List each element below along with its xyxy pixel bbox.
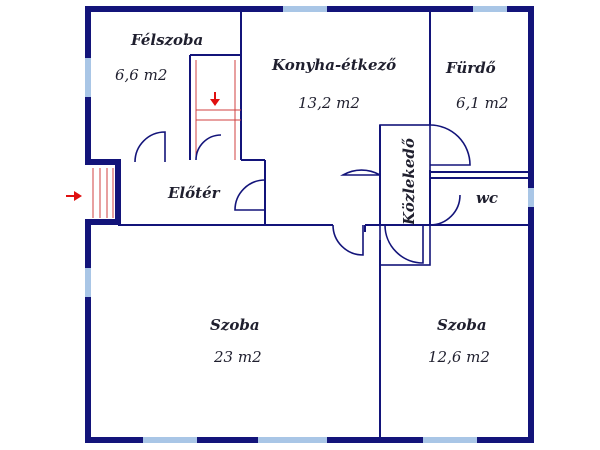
stair-arrow-icon (210, 92, 220, 106)
entrance-steps (92, 168, 114, 218)
room-konyha: Konyha-étkező 13,2 m2 (271, 56, 396, 112)
room-szoba-big: Szoba 23 m2 (210, 316, 262, 366)
szoba-small-area: 12,6 m2 (428, 348, 490, 366)
room-szoba-small: Szoba 12,6 m2 (428, 316, 490, 366)
eloter-name: Előtér (167, 184, 221, 202)
stair-lines (195, 60, 241, 160)
inner-walls (88, 9, 531, 440)
furdo-area: 6,1 m2 (456, 94, 508, 112)
room-eloter: Előtér (167, 184, 221, 202)
felszoba-name: Félszoba (130, 31, 203, 49)
doors (134, 124, 471, 266)
konyha-name: Konyha-étkező (271, 56, 396, 74)
entrance-arrow-icon (66, 191, 82, 201)
kozlekedo-name: Közlekedő (400, 138, 418, 226)
szoba-big-area: 23 m2 (213, 348, 262, 366)
szoba-small-name: Szoba (437, 316, 487, 334)
szoba-big-name: Szoba (210, 316, 260, 334)
wc-name: wc (476, 189, 498, 207)
room-wc: wc (476, 189, 498, 207)
room-kozlekedo: Közlekedő (400, 138, 418, 226)
felszoba-area: 6,6 m2 (115, 66, 167, 84)
room-felszoba: Félszoba 6,6 m2 (115, 31, 203, 84)
konyha-area: 13,2 m2 (298, 94, 360, 112)
room-furdo: Fürdő 6,1 m2 (445, 59, 508, 112)
furdo-name: Fürdő (445, 59, 496, 77)
windows (85, 6, 534, 443)
